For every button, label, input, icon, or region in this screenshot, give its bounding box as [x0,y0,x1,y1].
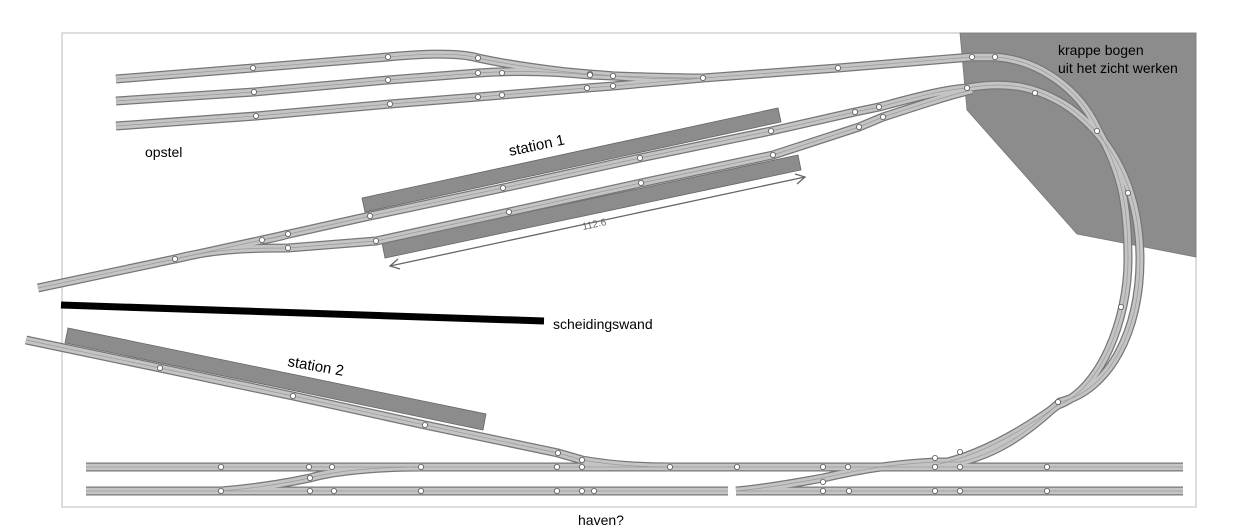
rail-joint [876,104,883,111]
rail-joint [587,72,594,79]
rail-joint [846,487,853,494]
rail-joint [667,463,674,470]
rail-joint [957,463,964,470]
rail-joint [217,463,224,470]
rail-joint [252,113,259,120]
rail-joint [610,73,617,80]
rail-joint [610,83,617,90]
track-opstel-2-join [612,75,704,79]
label-wall: scheidingswand [553,316,653,332]
rail-joint [306,474,313,481]
track-loop-inner [934,56,1129,466]
rail-joint [957,487,964,494]
rail-joint [305,463,312,470]
rail-joint [217,487,224,494]
label-hidden-line2: uit het zicht werken [1058,60,1178,76]
rail-joint [770,151,777,158]
rail-joint [258,236,265,243]
rail-joint [637,154,644,161]
rail-joint [932,487,939,494]
rail-joint [584,85,591,92]
rail-joint [384,77,391,84]
rail-joint [820,463,827,470]
rail-joint [964,85,971,92]
rail-joint [856,124,863,131]
rail-joint [820,487,827,494]
rail-joint [1125,189,1132,196]
rail-joint [474,70,481,77]
rail-joint [417,463,424,470]
rail-joint [1044,463,1051,470]
rail-joint [1032,90,1039,97]
rail-joint [820,478,827,485]
rail-joint [171,255,178,262]
rail-joint [734,463,741,470]
label-harbour: haven? [578,512,624,527]
rail-joint [156,364,163,371]
rail-joint [579,456,586,463]
rail-joint [384,54,391,61]
rail-joint [366,212,373,219]
rail-joint [289,392,296,399]
label-dimension: 112.6 [581,217,607,233]
rail-joint [579,487,586,494]
rail-joint [306,487,313,494]
rail-joint [835,65,842,72]
rail-joints [156,54,1132,494]
rail-joint [249,65,256,72]
rail-joint [880,114,887,121]
rail-joint [1044,487,1051,494]
rail-joint [474,55,481,62]
rail-joint [386,101,393,108]
label-opstel: opstel [145,144,182,160]
rail-joint [474,94,481,101]
rail-joint [969,54,976,61]
rail-joint [498,92,505,99]
rail-joint [330,487,337,494]
rail-joint [498,70,505,77]
track-opstel-2 [115,71,614,102]
track-opstel-3-join [612,77,704,87]
rail-joint [554,463,561,470]
rail-joint [579,463,586,470]
rail-joint [328,463,335,470]
rail-joint [845,463,852,470]
baseboard-outline [61,32,1197,508]
rail-joint [284,244,291,251]
rail-joint [932,463,939,470]
rail-joint [992,54,999,61]
rail-joint [1118,303,1125,310]
rail-joint [421,421,428,428]
platform-station1-lower [381,154,802,259]
rail-joint [499,184,506,191]
rail-joint [700,75,707,82]
track-harbour-switch-right [735,461,960,492]
rail-joint [591,487,598,494]
rail-joint [852,109,859,116]
track-station1-upper [37,87,968,289]
rail-joint [932,454,939,461]
rail-joint [417,487,424,494]
rail-joint [250,89,257,96]
rail-joint [284,230,291,237]
rail-joint [768,127,775,134]
rail-joint [372,237,379,244]
rail-joint [1094,127,1101,134]
track-loop-outer [959,84,1141,463]
label-hidden-line1: krappe bogen [1058,42,1144,58]
platform-station2 [64,327,487,431]
track-opstel-1 [115,53,995,80]
rail-joint [1055,398,1062,405]
rail-joint [638,179,645,186]
rail-joint [555,449,562,456]
dimension-arrow [388,173,807,270]
track-station1-lower [174,89,973,260]
rail-joint [554,487,561,494]
platform-station1-upper [361,107,782,213]
rail-joint [957,448,964,455]
dividing-wall [60,301,545,325]
rail-joint [505,208,512,215]
